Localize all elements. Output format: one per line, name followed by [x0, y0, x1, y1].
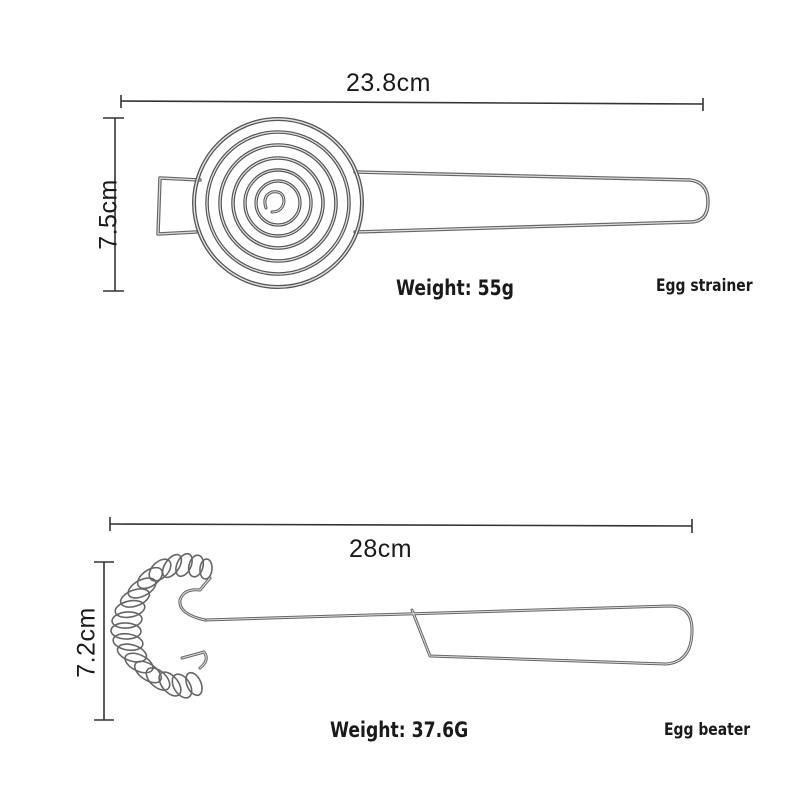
egg-strainer-illustration — [156, 117, 710, 289]
strainer-weight-label: Weight: 55g — [396, 276, 514, 300]
strainer-width-line — [103, 117, 124, 292]
egg-beater-illustration — [110, 552, 694, 699]
strainer-length-line — [120, 95, 704, 111]
beater-width-line — [94, 561, 114, 721]
strainer-length-label: 23.8cm — [346, 69, 431, 97]
beater-length-label: 28cm — [349, 535, 413, 563]
strainer-name-label: Egg strainer — [656, 276, 753, 296]
strainer-width-label: 7.5cm — [94, 179, 123, 250]
beater-name-label: Egg beater — [664, 720, 751, 740]
beater-length-line — [109, 517, 693, 533]
beater-width-label: 7.2cm — [72, 607, 101, 678]
beater-weight-label: Weight: 37.6G — [330, 718, 469, 742]
